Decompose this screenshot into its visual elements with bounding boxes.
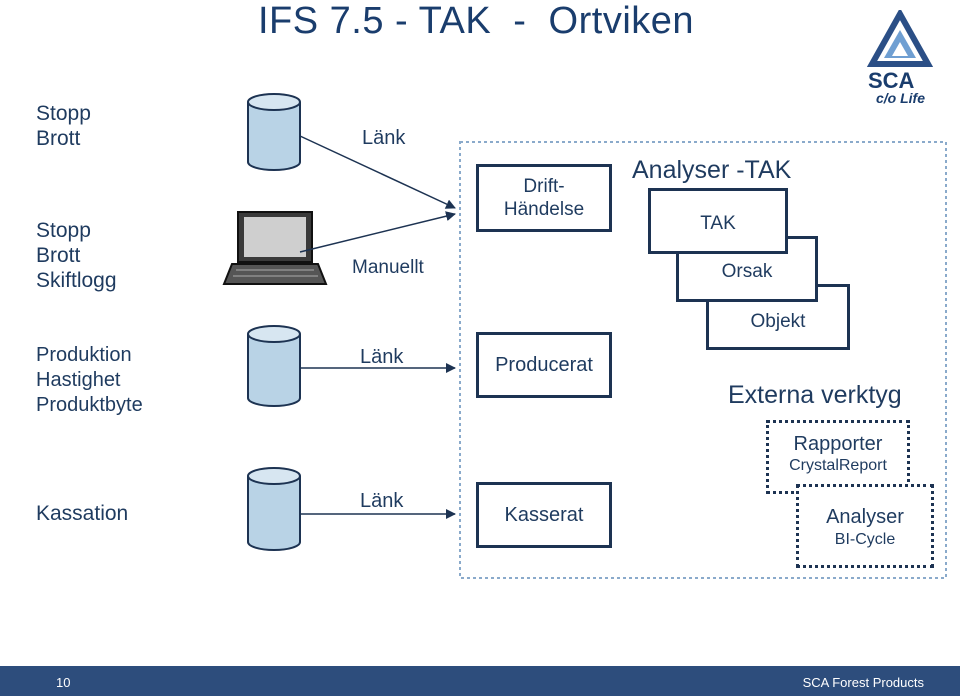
analyser-tak-heading: Analyser -TAK [632, 156, 792, 184]
rapporter-line1: Rapporter [793, 433, 883, 455]
logo-tagline: c/o Life [876, 90, 926, 106]
database-icon [247, 467, 301, 551]
label-stopp-brott: Stopp Brott [36, 101, 91, 151]
box-analyser-bi: Analyser BI-Cycle [796, 484, 934, 568]
label-line: Stopp [36, 219, 91, 242]
arrow-lank-drift [299, 135, 456, 209]
page-title: IFS 7.5 - TAK - Ortviken [258, 0, 695, 42]
analyser-line2: BI-Cycle [834, 531, 896, 548]
label-stopp-brott-skiftlogg: Stopp Brott Skiftlogg [36, 218, 117, 293]
label-line: Skiftlogg [36, 269, 117, 292]
box-kasserat: Kasserat [476, 482, 612, 548]
sca-logo-icon [866, 7, 934, 67]
box-line: Drift- [523, 176, 565, 197]
externa-verktyg-heading: Externa verktyg [728, 381, 902, 409]
footer-company: SCA Forest Products [802, 675, 924, 690]
dotted-frame [459, 141, 947, 579]
box-drift-handelse: Drift- Händelse [476, 164, 612, 232]
connector-lank-2: Länk [360, 346, 404, 368]
logo-brand: SCA [868, 68, 915, 93]
analyser-line1: Analyser [826, 506, 904, 528]
connector-manuellt: Manuellt [352, 257, 424, 278]
rapporter-line2: CrystalReport [789, 457, 887, 474]
label-kassation: Kassation [36, 502, 129, 525]
card-label: Objekt [750, 311, 806, 332]
box-line: Händelse [503, 199, 585, 220]
database-icon [247, 93, 301, 171]
box-producerat: Producerat [476, 332, 612, 398]
footer-bar: 10 SCA Forest Products [0, 666, 960, 696]
page-number: 10 [56, 675, 71, 690]
label-line: Produktion [36, 344, 132, 366]
arrow-manuellt-drift [299, 211, 456, 253]
label-line: Brott [36, 244, 81, 267]
label-line: Produktbyte [36, 394, 143, 416]
card-label: TAK [700, 213, 736, 234]
label-line: Stopp [36, 102, 91, 125]
label-line: Brott [36, 127, 81, 150]
database-icon [247, 325, 301, 407]
label-line: Hastighet [36, 369, 121, 391]
diagram-graphics [222, 93, 947, 579]
connector-lank-3: Länk [360, 490, 404, 512]
laptop-icon [222, 211, 328, 285]
connector-lank-1: Länk [362, 127, 406, 149]
sca-logo: SCA c/o Life [860, 7, 940, 110]
card-tak: TAK [648, 188, 788, 254]
label-produktion: Produktion Hastighet Produktbyte [36, 343, 143, 418]
card-label: Orsak [721, 261, 773, 282]
box-rapporter: Rapporter CrystalReport [766, 420, 910, 494]
